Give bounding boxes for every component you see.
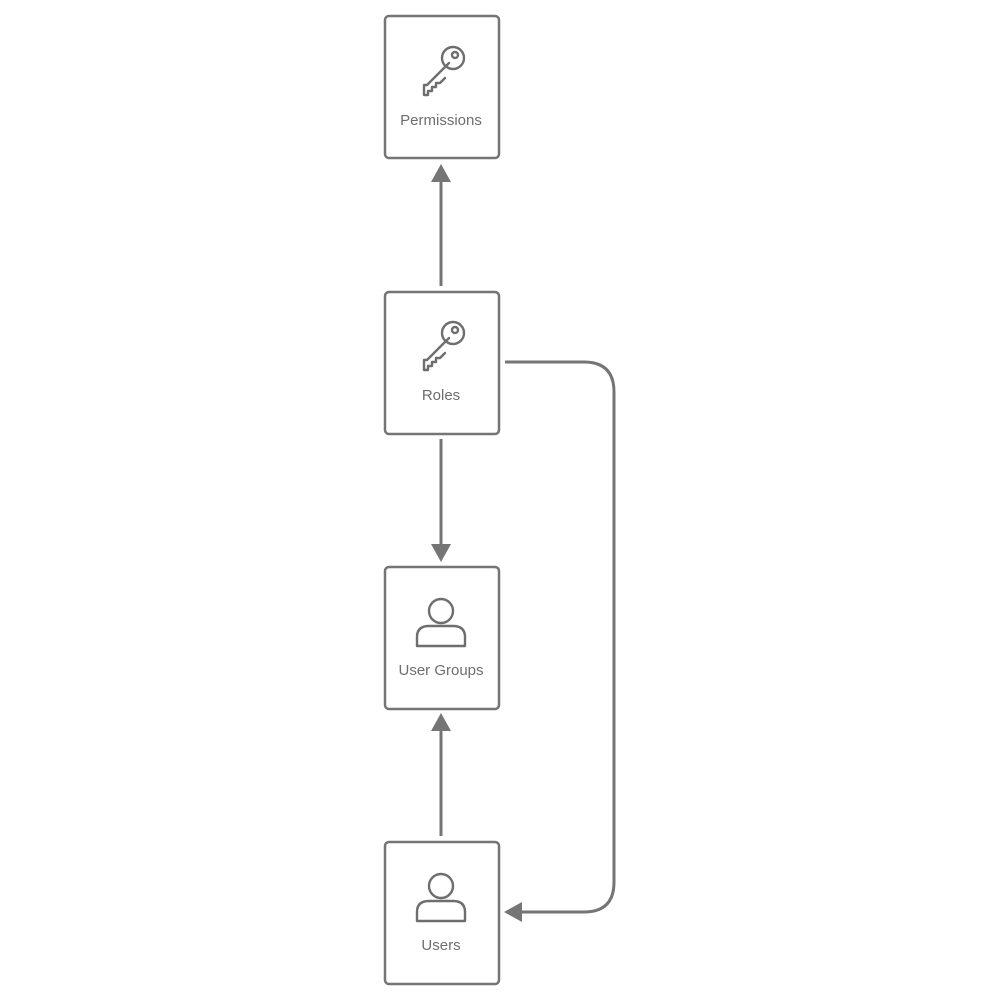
node-label-roles: Roles bbox=[422, 387, 460, 404]
node-users[interactable]: Users bbox=[383, 840, 501, 986]
edge-roles-to-user-groups bbox=[431, 439, 451, 562]
key-icon bbox=[422, 45, 466, 97]
edge-users-to-user-groups bbox=[431, 713, 451, 836]
node-user-groups[interactable]: User Groups bbox=[383, 565, 501, 711]
edge-roles-to-users bbox=[504, 360, 616, 922]
node-roles[interactable]: Roles bbox=[383, 290, 501, 436]
user-icon bbox=[415, 872, 467, 923]
node-label-users: Users bbox=[421, 937, 460, 954]
node-label-user-groups: User Groups bbox=[398, 662, 483, 679]
key-icon bbox=[422, 320, 466, 372]
node-label-permissions: Permissions bbox=[400, 112, 482, 129]
user-icon bbox=[415, 597, 467, 648]
node-permissions[interactable]: Permissions bbox=[383, 14, 501, 160]
edge-roles-to-permissions bbox=[431, 164, 451, 286]
